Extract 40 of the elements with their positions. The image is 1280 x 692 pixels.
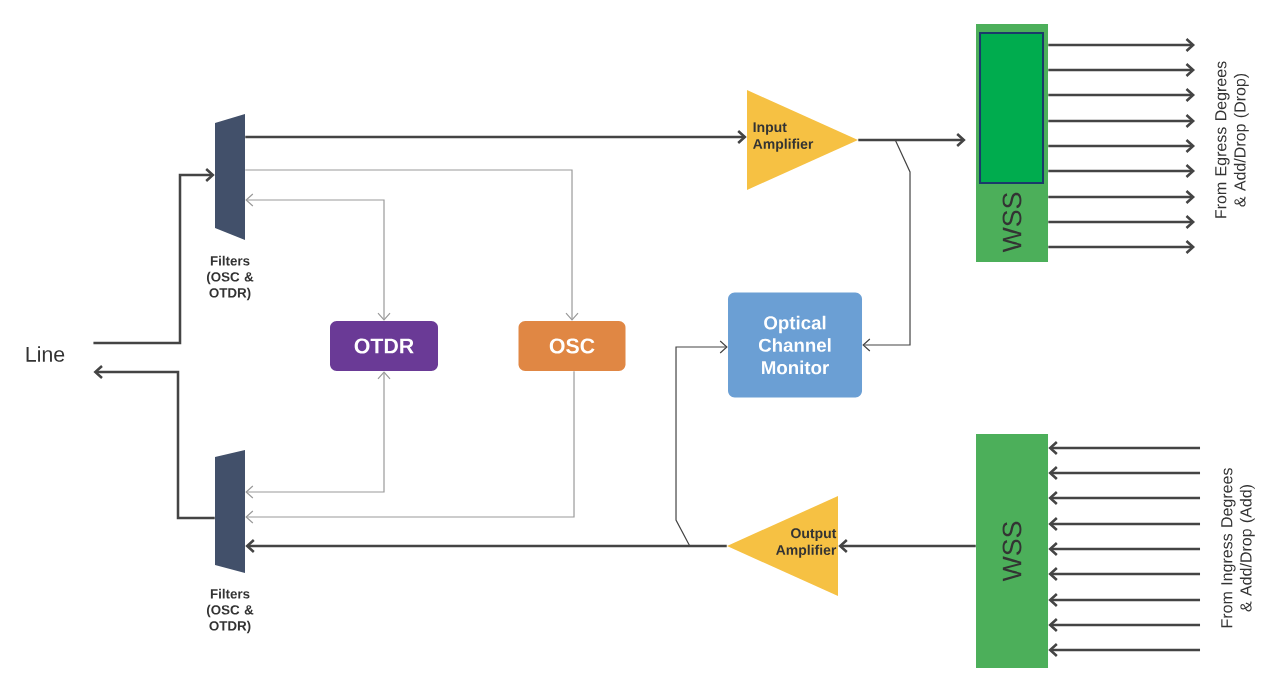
line-label: Line: [26, 346, 65, 362]
arrow: [244, 169, 579, 321]
arrow: [1048, 139, 1196, 153]
monitor-box: Optical Channel Monitor: [728, 292, 862, 398]
osc-box: OSC: [518, 321, 626, 371]
arrow: [1048, 215, 1196, 229]
arrow: [1048, 491, 1200, 505]
arrow: [1048, 593, 1200, 607]
arrow: [1048, 164, 1196, 178]
arrow: [862, 139, 911, 352]
arrow: [1048, 63, 1196, 77]
arrow: [1048, 240, 1196, 254]
arrow: [1048, 542, 1200, 556]
arrow: [1048, 190, 1196, 204]
arrow: [1048, 441, 1200, 455]
arrow: [1048, 618, 1200, 632]
arrow: [1048, 466, 1200, 480]
arrow: [1048, 517, 1200, 531]
arrow: [245, 371, 391, 499]
port-label: From Egress Degrees & Add/Drop (Drop): [1215, 61, 1249, 218]
arrow: [1048, 88, 1196, 102]
arrow: [245, 370, 575, 524]
arrow: [675, 340, 728, 547]
arrow: [1048, 643, 1200, 657]
arrow: [245, 539, 727, 553]
amplifier-triangle: Output Amplifier: [727, 496, 838, 596]
arrow: [93, 365, 215, 520]
wss-block: WSS: [976, 434, 1048, 668]
arrow: [1048, 38, 1196, 52]
arrow: [858, 133, 966, 147]
amplifier-triangle: Input Amplifier: [747, 90, 858, 190]
arrow: [1048, 114, 1196, 128]
otdr-box: OTDR: [330, 321, 438, 371]
arrow: [245, 193, 391, 321]
arrow: [1048, 567, 1200, 581]
arrow: [245, 130, 747, 144]
arrow: [93, 168, 215, 345]
port-label: From Ingress Degrees & Add/Drop (Add): [1221, 468, 1255, 628]
arrow: [838, 539, 976, 553]
wss-block: WSS: [976, 24, 1048, 262]
